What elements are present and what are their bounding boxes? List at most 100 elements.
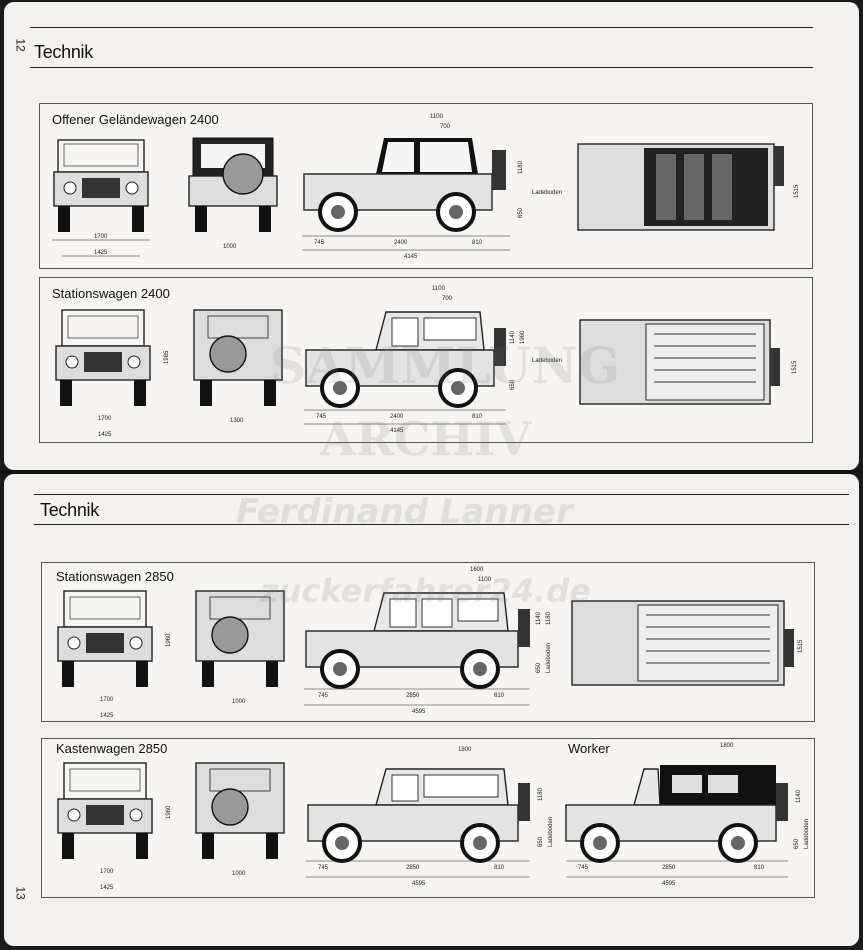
vehicle-panel-kastenwagen-2850: Kastenwagen 2850 Worker 1960 1700 1425 [41, 738, 815, 898]
technical-drawing: 1985 1700 1425 1300 11 [55, 286, 798, 438]
dim-label: 1425 [94, 250, 108, 256]
dim-label: 700 [442, 296, 453, 302]
side-view-drawing [307, 768, 530, 863]
panel-title: Stationswagen 2400 [52, 286, 170, 301]
dim-label: 1425 [100, 885, 114, 891]
dim-label: 745 [318, 693, 329, 699]
dim-label: 2850 [662, 865, 676, 871]
header-rule [30, 27, 813, 28]
front-view-drawing [57, 590, 153, 687]
page-title: Technik [34, 42, 93, 62]
dim-label: Ladeboden [804, 819, 810, 849]
dim-label: 1700 [98, 416, 112, 422]
dim-label: 4595 [662, 881, 676, 887]
dim-label: 4595 [412, 881, 426, 887]
dim-label: 1700 [100, 869, 114, 875]
dim-label: 1000 [232, 871, 246, 877]
vehicle-panel-stationswagen-2850: Stationswagen 2850 1960 1700 1425 [41, 562, 815, 722]
side-view-drawing [303, 138, 506, 232]
dim-label: 700 [440, 124, 451, 130]
rear-view-drawing [193, 309, 283, 406]
dim-label: Ladeboden [532, 358, 562, 364]
bottom-page: Technik Stationswagen 2850 1960 1700 142… [4, 474, 859, 946]
dim-label: 1140 [510, 330, 516, 344]
dim-label: 1700 [94, 234, 108, 240]
dim-label: 1100 [478, 577, 492, 583]
dim-label: 1960 [166, 805, 172, 819]
side-view-drawing [305, 592, 530, 689]
dim-label: Ladeboden [548, 817, 554, 847]
dim-label: 650 [794, 838, 800, 849]
dim-label: 4145 [390, 428, 404, 434]
dim-label: 650 [538, 836, 544, 847]
dim-label: 1960 [520, 330, 526, 344]
dim-label: 810 [754, 865, 765, 871]
dim-label: Ladeboden [532, 190, 562, 196]
dim-label: 1515 [798, 639, 804, 653]
rear-view-drawing [195, 590, 285, 687]
side-view-drawing [305, 311, 506, 408]
page-fold [0, 470, 863, 474]
dim-label: 1515 [792, 360, 798, 374]
dim-label: 1000 [232, 699, 246, 705]
dim-label: 4145 [404, 254, 418, 260]
dim-label: 2400 [394, 240, 408, 246]
technical-drawing: 1960 1700 1425 1000 18 [57, 743, 810, 891]
technical-drawing: 1700 1425 1000 [52, 114, 800, 260]
dim-label: 810 [472, 240, 483, 246]
dim-label: 1300 [230, 418, 244, 424]
page-number: 13 [13, 886, 28, 900]
dim-label: 1100 [430, 114, 444, 120]
dim-label: 1140 [796, 789, 802, 803]
page-title: Technik [40, 500, 99, 520]
dim-label: 1960 [166, 633, 172, 647]
dim-label: 2400 [390, 414, 404, 420]
dim-label: 1180 [546, 611, 552, 625]
top-view-drawing [571, 600, 794, 686]
dim-label: 745 [318, 865, 329, 871]
dim-label: 650 [536, 662, 542, 673]
top-page: 12 Technik Offener Geländewagen 2400 170… [4, 2, 859, 470]
dim-label: 1000 [223, 244, 237, 250]
rear-view-drawing [188, 137, 278, 232]
technical-drawing: 1960 1700 1425 1000 [57, 567, 804, 719]
header-rule [34, 524, 849, 525]
dim-label: 1700 [100, 697, 114, 703]
dim-label: 1800 [458, 747, 472, 753]
front-view-drawing [55, 309, 151, 406]
dim-label: 650 [510, 379, 516, 390]
dim-label: 745 [316, 414, 327, 420]
dim-label: 1425 [98, 432, 112, 438]
dim-label: 1600 [470, 567, 484, 573]
dim-label: 1425 [100, 713, 114, 719]
dim-label: 1100 [432, 286, 446, 292]
dim-label: 810 [472, 414, 483, 420]
front-view-drawing [52, 139, 150, 257]
dim-label: 810 [494, 693, 505, 699]
dim-label: 810 [494, 865, 505, 871]
top-view-drawing [579, 319, 780, 405]
dim-label: 1180 [518, 160, 524, 174]
vehicle-panel-stationswagen-2400: Stationswagen 2400 1985 1700 1425 [39, 277, 813, 443]
dim-label: 1140 [536, 611, 542, 625]
rear-view-drawing [195, 762, 285, 859]
page-number: 12 [13, 38, 28, 52]
worker-side-view-drawing [565, 765, 788, 863]
dim-label: 650 [518, 207, 524, 218]
dim-label: 4595 [412, 709, 426, 715]
dim-label: 1800 [720, 743, 734, 749]
worker-title: Worker [568, 741, 610, 756]
dim-label: 1515 [794, 184, 800, 198]
dim-label: 745 [578, 865, 589, 871]
vehicle-panel-offener-2400: Offener Geländewagen 2400 1700 1425 [39, 103, 813, 269]
panel-title: Kastenwagen 2850 [56, 741, 168, 756]
panel-title: Stationswagen 2850 [56, 569, 174, 584]
top-view-drawing [577, 143, 784, 231]
dim-label: 1180 [538, 787, 544, 801]
header-rule [34, 494, 849, 495]
header-rule [30, 67, 813, 68]
panel-title: Offener Geländewagen 2400 [52, 112, 219, 127]
dim-label: 2850 [406, 865, 420, 871]
dim-label: 2850 [406, 693, 420, 699]
front-view-drawing [57, 762, 153, 859]
